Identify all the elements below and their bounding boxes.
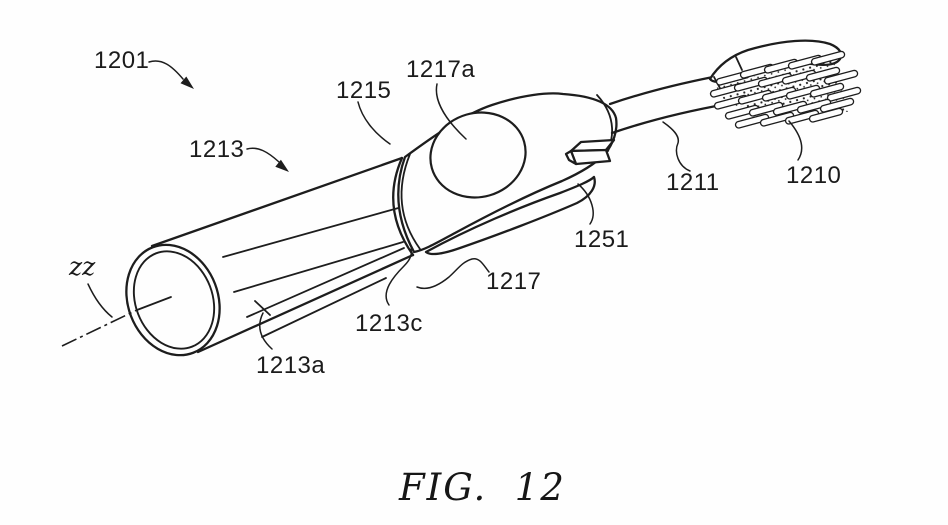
leader-1217 — [416, 257, 490, 290]
center-axis-line — [61, 309, 138, 347]
handle-surface-line-1 — [222, 206, 403, 258]
arrowhead-1213 — [275, 159, 289, 172]
leader-1211 — [662, 121, 691, 172]
handle-surface-line-2 — [233, 241, 404, 293]
bristle-rod — [784, 109, 820, 125]
bristle-rod — [761, 86, 797, 102]
bristle-rod — [796, 98, 832, 114]
leader-1210 — [788, 120, 803, 161]
bristle-rod — [759, 111, 795, 127]
bristle-cluster — [709, 50, 862, 129]
button-front-face — [569, 148, 612, 166]
arrow-line-1213 — [246, 147, 280, 163]
ref-label-handle-surface: 1213a — [256, 352, 326, 379]
plate-segment-tick-2 — [735, 56, 743, 71]
handle-surface-line-3 — [246, 247, 405, 318]
arrowhead-1201 — [180, 76, 194, 89]
axis-label-zz: zz — [69, 252, 96, 281]
leader-zz — [87, 283, 113, 318]
bristle-rod — [826, 86, 862, 102]
bristle-rod — [772, 100, 808, 116]
ref-label-handle-collar: 1213c — [355, 310, 423, 337]
collar-rim-front-arc — [392, 156, 415, 257]
arrow-line-1201 — [148, 60, 184, 80]
ref-label-handle: 1213 — [189, 136, 245, 163]
ref-label-grip-window: 1217a — [406, 56, 476, 83]
grip-window-oval — [429, 111, 527, 199]
bristle-rod — [805, 66, 841, 82]
handle-end-cap — [125, 243, 221, 357]
figure-caption: FIG. 12 — [399, 466, 566, 509]
power-button — [564, 138, 616, 166]
leader-1213c — [385, 248, 413, 306]
collar-rim-back-arc — [400, 153, 421, 250]
ref-label-neck: 1211 — [666, 169, 720, 196]
leader-1217a — [435, 83, 467, 140]
bristle-rod — [748, 101, 784, 117]
handle-bottom-edge — [196, 253, 415, 354]
end-cap-outer-ring — [125, 243, 221, 357]
ref-label-button: 1251 — [574, 226, 630, 253]
handle-top-edge — [150, 156, 404, 248]
leader-1213a — [259, 312, 273, 350]
end-cap-inner-ring — [132, 250, 216, 350]
ref-label-head-unit: 1215 — [336, 77, 392, 104]
ref-label-grip: 1217 — [486, 268, 542, 295]
button-side-face — [564, 149, 578, 166]
handle-surface-tick — [254, 300, 271, 316]
bristle-rod — [808, 107, 844, 123]
axis-segment-in-cap — [136, 296, 172, 311]
handle-surface-line-4 — [261, 277, 387, 338]
leader-1215 — [357, 101, 391, 145]
neck-bottom-line — [610, 102, 729, 135]
bristle-rod — [734, 113, 770, 129]
handle-silhouette — [152, 158, 413, 352]
reference-leaders — [87, 60, 803, 350]
bristle-rod — [809, 82, 845, 98]
bristle-rod — [785, 84, 821, 100]
bristle-rod — [823, 69, 859, 85]
bristle-rod — [810, 50, 846, 66]
handle-body — [150, 156, 415, 354]
grip-fin — [424, 175, 596, 256]
leader-1251 — [577, 183, 594, 225]
neck-shaft — [608, 75, 729, 135]
ref-label-assembly: 1201 — [94, 47, 150, 74]
neck-top-line — [608, 75, 715, 106]
ref-label-bristles: 1210 — [786, 162, 842, 189]
